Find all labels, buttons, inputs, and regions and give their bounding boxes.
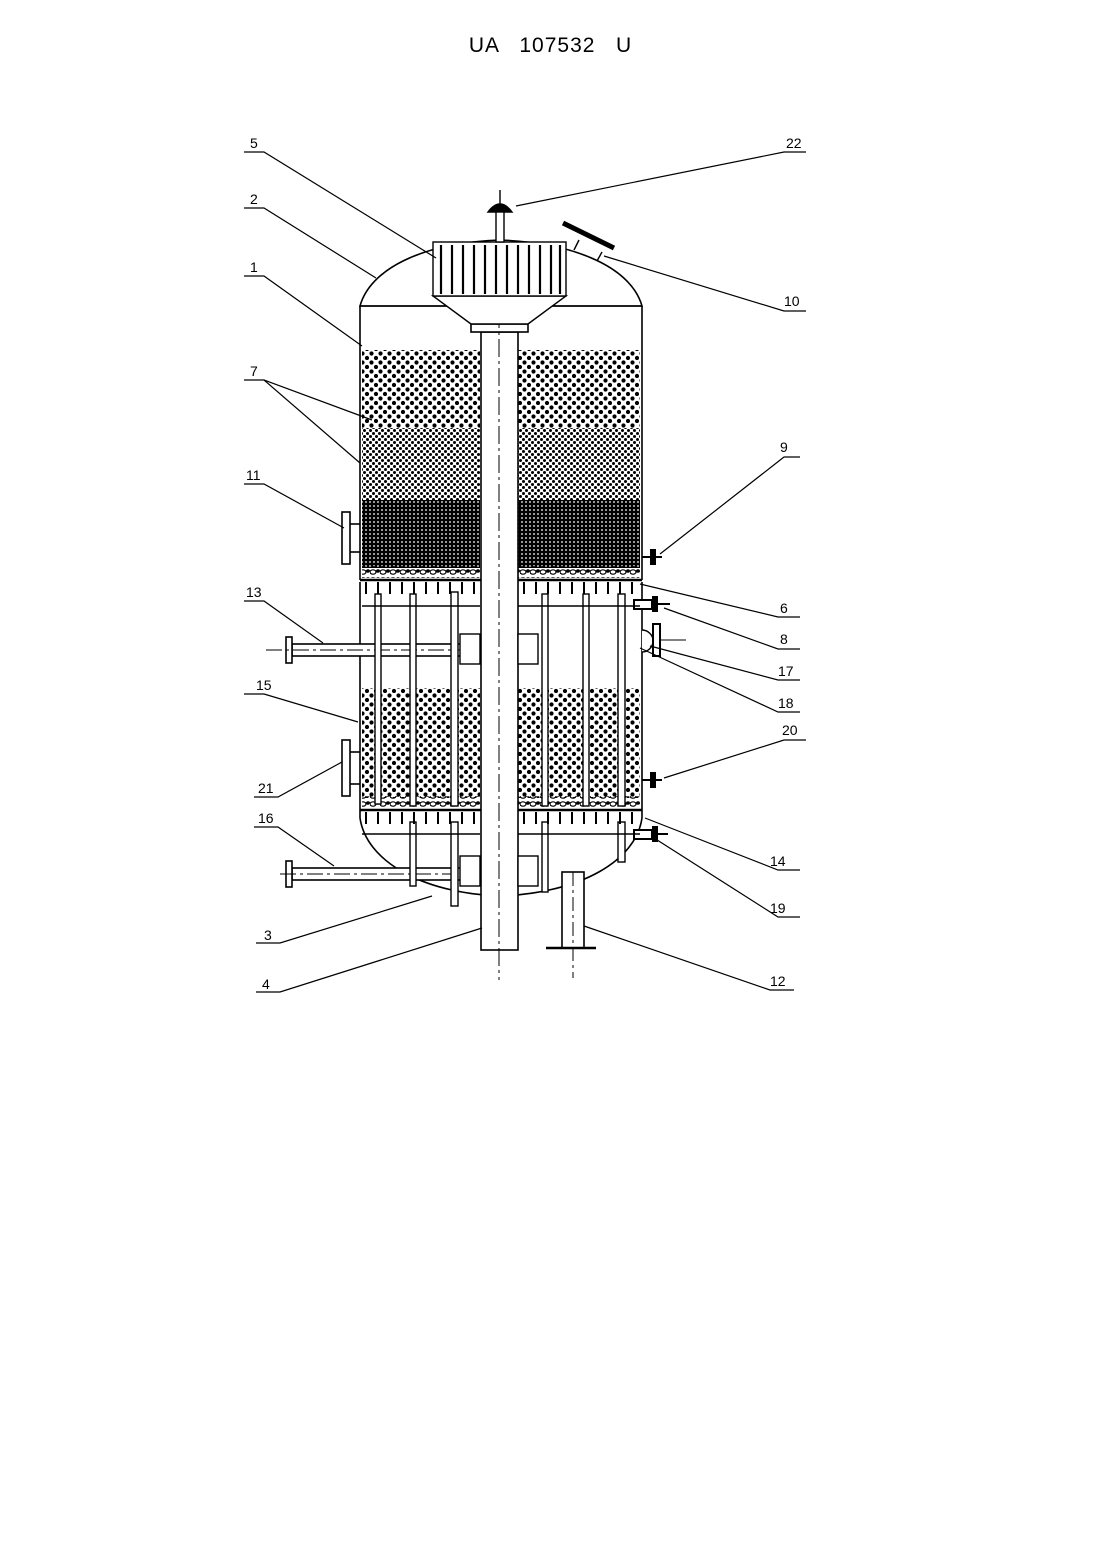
callout-21: 21 bbox=[258, 780, 274, 796]
callout-10: 10 bbox=[784, 293, 800, 309]
callout-3: 3 bbox=[264, 927, 272, 943]
callout-5: 5 bbox=[250, 135, 258, 151]
callout-20: 20 bbox=[782, 722, 798, 738]
callout-13: 13 bbox=[246, 584, 262, 600]
callout-4: 4 bbox=[262, 976, 270, 992]
nozzle-20 bbox=[642, 773, 662, 787]
callout-2: 2 bbox=[250, 191, 258, 207]
callout-11: 11 bbox=[246, 467, 261, 483]
callout-1: 1 bbox=[250, 259, 258, 275]
nozzle-9 bbox=[642, 550, 662, 564]
inlet-pipe-16 bbox=[280, 861, 476, 887]
callout-22: 22 bbox=[786, 135, 802, 151]
callout-9: 9 bbox=[780, 439, 788, 455]
callout-6: 6 bbox=[780, 600, 788, 616]
lower-side-manhole bbox=[342, 740, 360, 796]
callout-19: 19 bbox=[770, 900, 786, 916]
inlet-pipe-13 bbox=[266, 637, 480, 663]
nozzle-8 bbox=[634, 597, 670, 611]
dome-manhole bbox=[563, 223, 614, 261]
distributor-head bbox=[433, 242, 566, 324]
callout-16: 16 bbox=[258, 810, 274, 826]
callout-15: 15 bbox=[256, 677, 272, 693]
vent-valve bbox=[488, 190, 512, 242]
callout-7: 7 bbox=[250, 363, 258, 379]
outlet-nozzle bbox=[546, 872, 596, 978]
nozzle-17 bbox=[642, 624, 686, 656]
callout-12: 12 bbox=[770, 973, 786, 989]
callout-14: 14 bbox=[770, 853, 786, 869]
callout-17: 17 bbox=[778, 663, 794, 679]
upper-side-manhole bbox=[342, 512, 360, 564]
callout-18: 18 bbox=[778, 695, 794, 711]
callout-8: 8 bbox=[780, 631, 788, 647]
